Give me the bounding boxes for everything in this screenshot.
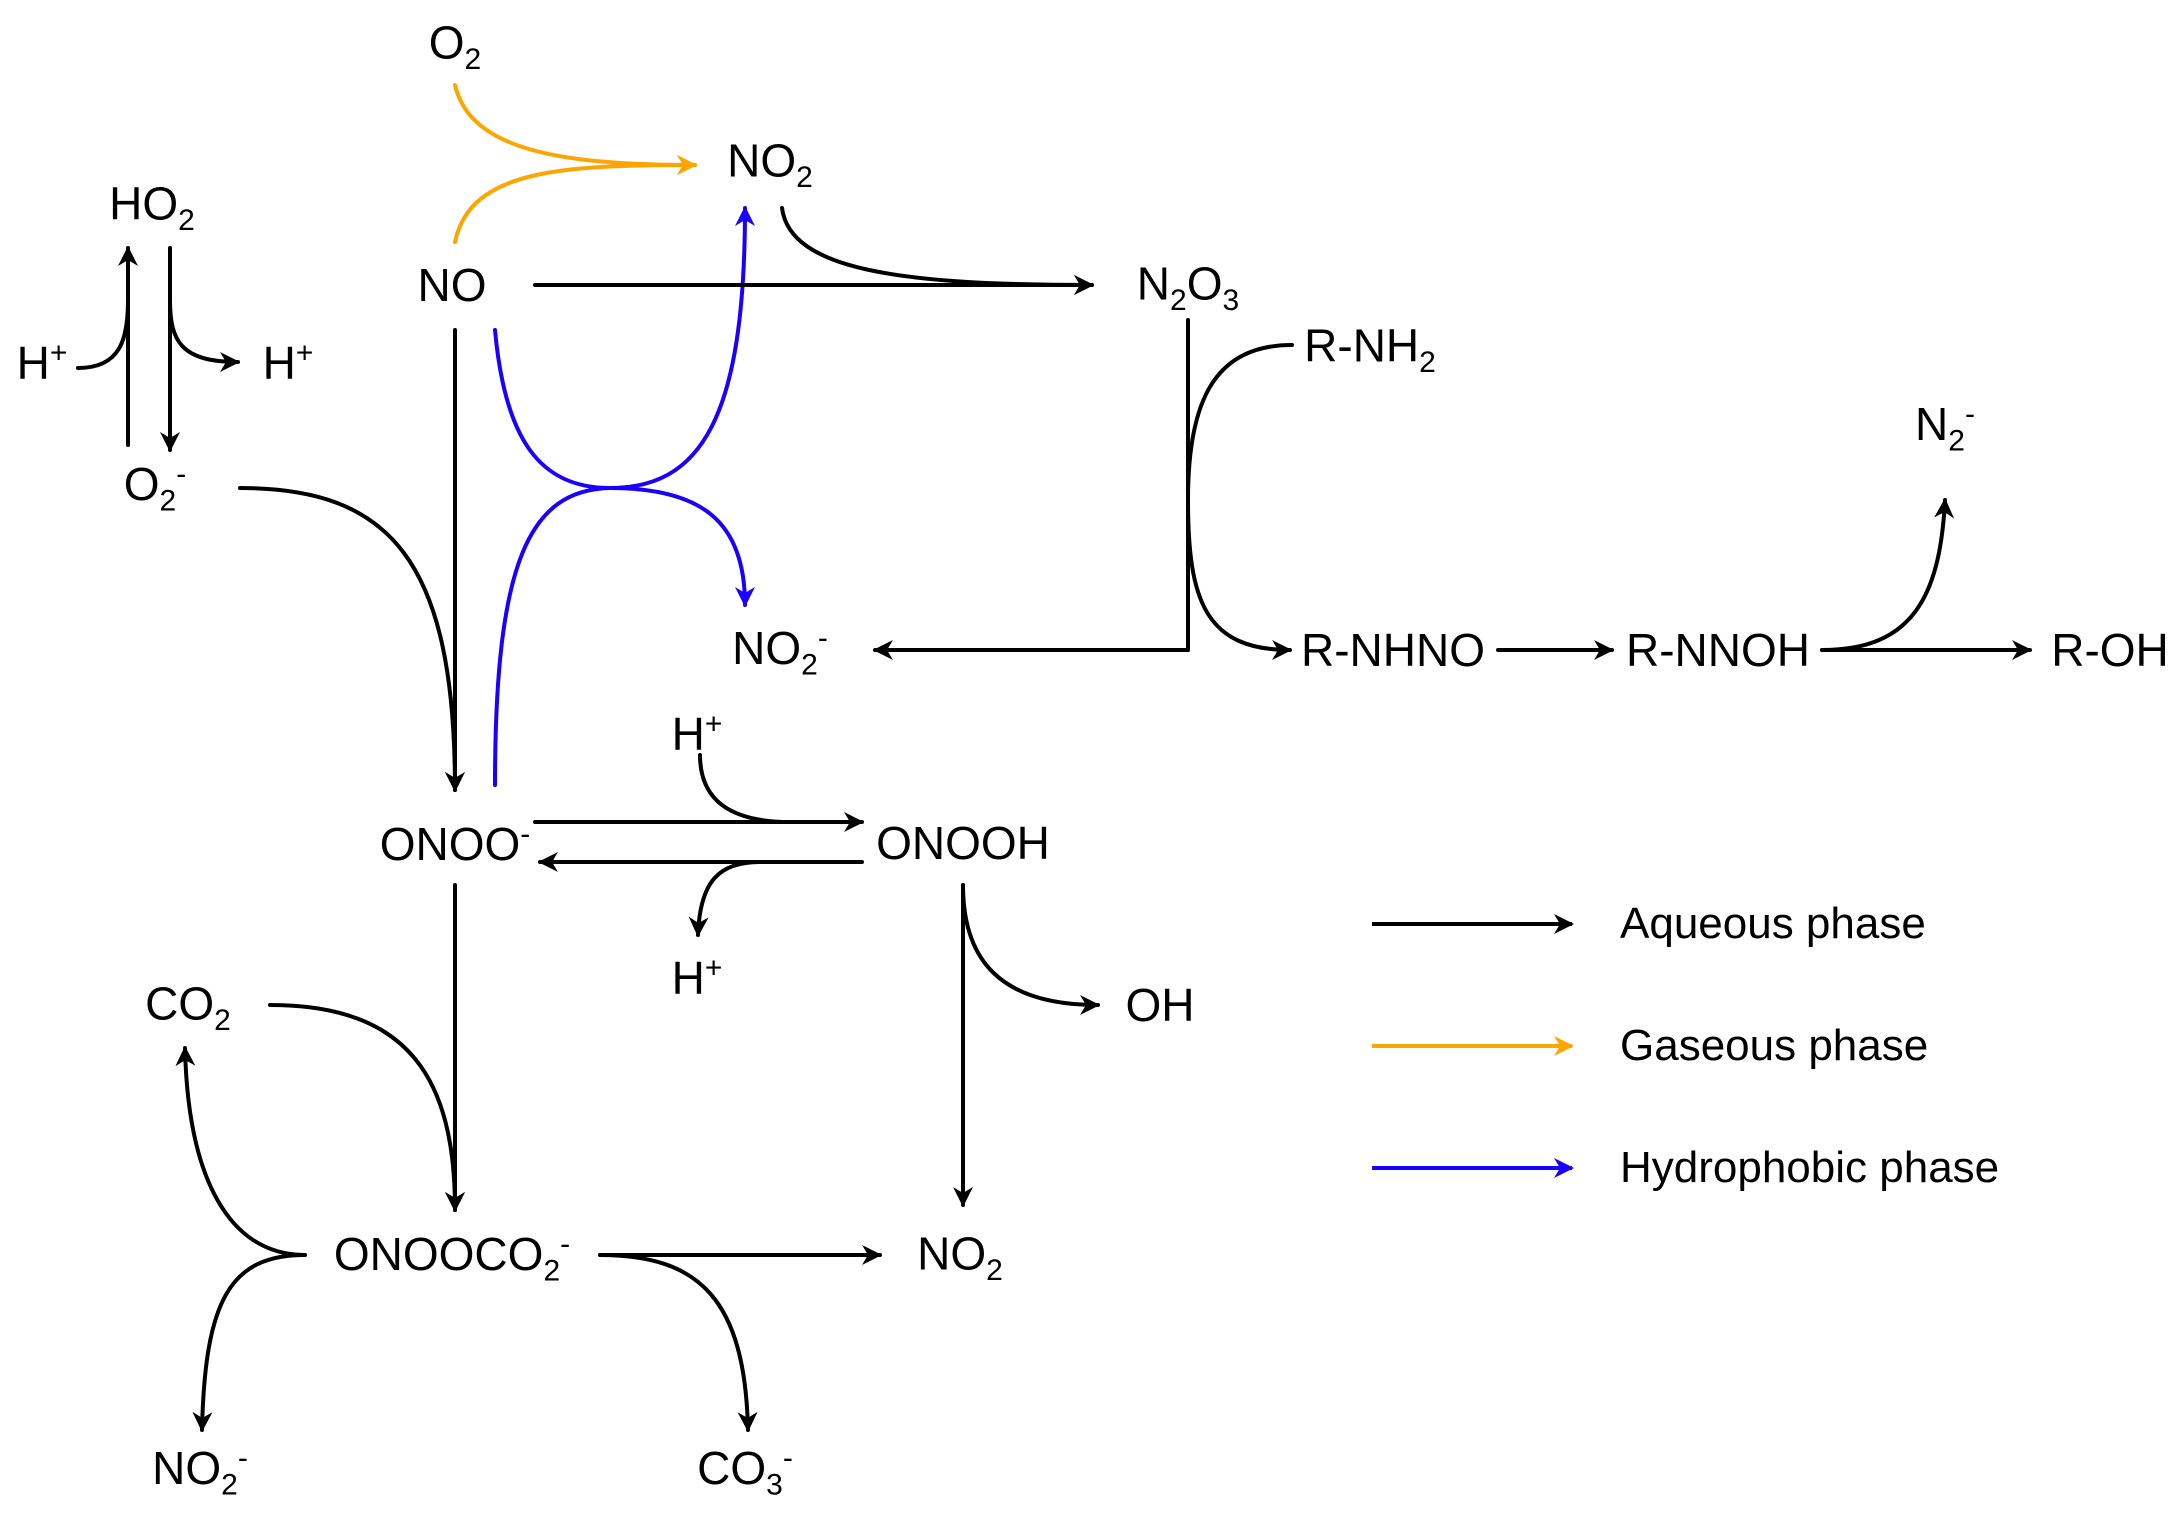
legend-label-hydrophobic: Hydrophobic phase <box>1620 1143 2000 1192</box>
species-r-nnoh: R-NNOH <box>1626 624 1810 676</box>
species-oh: OH <box>1125 979 1195 1031</box>
species-no2-top: NO2 <box>727 134 813 194</box>
arrow-h-out-down <box>168 298 240 372</box>
species-onooh: ONOOH <box>876 817 1050 869</box>
arrow-onooh-to-oh <box>961 883 1100 1015</box>
arrow-h-into-up <box>76 298 130 370</box>
arrow-rnnoh-to-n2minus <box>1820 498 1955 652</box>
species-h-plus-left: H+ <box>16 336 68 389</box>
arrow-h-into-equilibrium <box>698 753 792 824</box>
species-h-plus-right: H+ <box>262 336 314 389</box>
arrow-onoococ2-to-co2 <box>175 1046 307 1257</box>
arrow-o2minus-to-onoo <box>238 486 465 792</box>
species-r-nhno: R-NHNO <box>1301 624 1485 676</box>
arrow-co2-to-onoococ2 <box>268 1003 465 1212</box>
species-onoo-minus: ONOO- <box>379 817 531 870</box>
species-co2: CO2 <box>145 977 231 1037</box>
arrow-no-to-no2 <box>453 155 697 244</box>
species-ho2: HO2 <box>109 177 195 237</box>
legend-label-aqueous: Aqueous phase <box>1620 899 1926 948</box>
species-h-plus-top-mid: H+ <box>671 707 723 760</box>
species-o2: O2 <box>428 16 482 76</box>
arrow-no-to-no2-minus <box>493 328 755 607</box>
species-onoococ2-minus: ONOOCO2- <box>333 1227 571 1288</box>
species-r-oh: R-OH <box>2051 624 2169 676</box>
arrow-onoococ2-to-co3minus <box>598 1253 758 1432</box>
arrow-onoococ2-to-no2minus <box>192 1253 307 1432</box>
arrow-h-out-equilibrium <box>688 860 762 937</box>
arrow-no2-to-n2o3 <box>780 206 1094 295</box>
species-n2-minus: N2- <box>1915 397 1975 458</box>
species-n2o3: N2O3 <box>1136 257 1240 317</box>
species-o2-minus: O2- <box>123 457 187 518</box>
legend-label-gaseous: Gaseous phase <box>1620 1021 1929 1070</box>
species-h-plus-bottom-mid: H+ <box>671 951 723 1004</box>
species-no: NO <box>417 259 487 311</box>
arrow-onoo-to-no2 <box>493 206 755 787</box>
species-co3-minus: CO3- <box>697 1441 793 1502</box>
species-r-nh2: R-NH2 <box>1304 319 1436 379</box>
arrow-rnh2-to-rnhno <box>1185 343 1294 660</box>
arrow-o2-to-no2 <box>453 83 697 175</box>
species-no2-minus-mid: NO2- <box>732 621 828 682</box>
species-no2-minus-bottom: NO2- <box>152 1441 248 1502</box>
species-no2-bottom: NO2 <box>917 1227 1003 1287</box>
